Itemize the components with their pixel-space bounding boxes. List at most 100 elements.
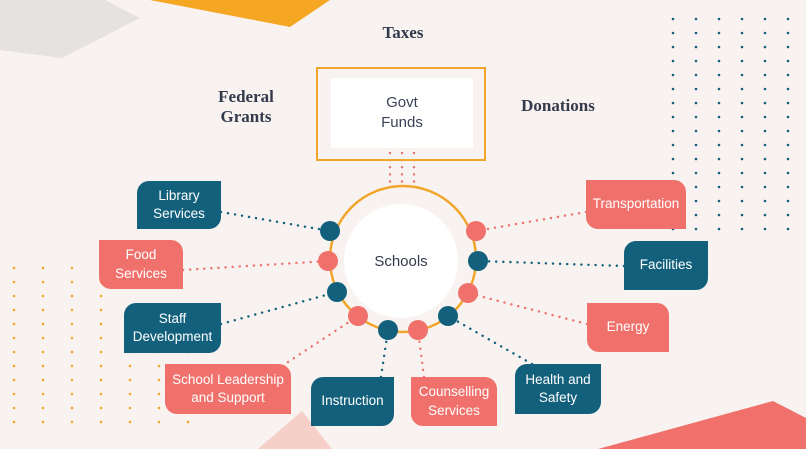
decor-dot xyxy=(740,45,744,49)
service-food-services: Food Services xyxy=(99,240,183,289)
orbit-bead xyxy=(468,251,488,271)
decor-dot xyxy=(786,185,790,189)
service-counselling-services: Counselling Services xyxy=(411,377,497,426)
decor-dot xyxy=(128,406,132,410)
decor-dot xyxy=(717,73,721,77)
connector-dots xyxy=(219,290,339,326)
decor-dot xyxy=(128,364,132,368)
decor-dot xyxy=(717,129,721,133)
decor-dot xyxy=(41,322,45,326)
decor-dot xyxy=(740,17,744,21)
decor-dot xyxy=(740,31,744,35)
decor-dot xyxy=(70,378,74,382)
decor-dot xyxy=(694,115,698,119)
decor-dot xyxy=(99,364,103,368)
connector-dots xyxy=(280,314,360,368)
decor-dot xyxy=(12,280,16,284)
decor-dot xyxy=(740,87,744,91)
decor-dot xyxy=(157,420,161,424)
decor-dot xyxy=(99,336,103,340)
source-taxes: Taxes xyxy=(382,23,424,42)
connector-dots xyxy=(446,314,534,366)
decor-dot xyxy=(717,17,721,21)
decor-dot xyxy=(717,101,721,105)
connector-dots xyxy=(476,259,626,268)
orbit-bead xyxy=(458,283,478,303)
decor-dot xyxy=(41,406,45,410)
decor-dot xyxy=(763,143,767,147)
decor-dot xyxy=(786,129,790,133)
decor-dot xyxy=(70,308,74,312)
orbit-bead xyxy=(438,306,458,326)
decor-dot xyxy=(157,406,161,410)
decor-dot xyxy=(763,129,767,133)
decor-dot xyxy=(763,199,767,203)
decor-dot xyxy=(740,101,744,105)
decor-dot xyxy=(671,31,675,35)
decor-dot xyxy=(70,266,74,270)
orbit-bead xyxy=(408,320,428,340)
decor-dot xyxy=(70,420,74,424)
decor-dot xyxy=(740,157,744,161)
decor-dot xyxy=(671,45,675,49)
decor-dot xyxy=(12,336,16,340)
decor-dot xyxy=(694,101,698,105)
decor-dot xyxy=(671,17,675,21)
orbit-bead xyxy=(318,251,338,271)
decor-dot xyxy=(12,308,16,312)
decor-dot xyxy=(41,420,45,424)
govt-funds-frame xyxy=(316,67,486,161)
decor-pink-shape xyxy=(258,411,332,449)
decor-dot xyxy=(157,378,161,382)
decor-dot xyxy=(717,185,721,189)
decor-dot xyxy=(763,59,767,63)
decor-dot xyxy=(740,227,744,231)
decor-dot xyxy=(99,392,103,396)
decor-dot xyxy=(41,294,45,298)
decor-dot xyxy=(12,406,16,410)
decor-dot xyxy=(694,73,698,77)
decor-dot xyxy=(786,45,790,49)
decor-dot xyxy=(763,101,767,105)
decor-dot xyxy=(786,73,790,77)
decor-dot xyxy=(70,280,74,284)
decor-gray-shape xyxy=(0,0,140,58)
decor-dot xyxy=(740,59,744,63)
decor-dot xyxy=(99,406,103,410)
service-instruction: Instruction xyxy=(311,377,394,426)
decor-dot xyxy=(70,406,74,410)
decor-dot xyxy=(12,266,16,270)
decor-dot xyxy=(128,392,132,396)
connector-dots xyxy=(416,328,426,379)
decor-dot-grids xyxy=(12,17,790,424)
decor-dot xyxy=(671,129,675,133)
connector-dots xyxy=(181,259,330,272)
decor-dot xyxy=(740,213,744,217)
decor-dot xyxy=(740,199,744,203)
decor-dot xyxy=(717,213,721,217)
schools-hub: Schools xyxy=(344,204,458,318)
decor-orange-shape xyxy=(150,0,330,27)
decor-dot xyxy=(41,336,45,340)
decor-dot xyxy=(12,378,16,382)
decor-dot xyxy=(694,171,698,175)
decor-dot xyxy=(70,336,74,340)
decor-dot xyxy=(12,420,16,424)
decor-dot xyxy=(740,171,744,175)
service-facilities: Facilities xyxy=(624,241,708,290)
connector-dots xyxy=(219,210,332,233)
decor-dot xyxy=(740,73,744,77)
decor-dot xyxy=(740,129,744,133)
decor-dot xyxy=(763,17,767,21)
decor-dot xyxy=(786,227,790,231)
decor-dot xyxy=(99,420,103,424)
decor-dot xyxy=(41,266,45,270)
decor-dot xyxy=(12,322,16,326)
schools-ring xyxy=(318,184,488,340)
decor-dot xyxy=(671,59,675,63)
decor-dot xyxy=(671,101,675,105)
decor-dot xyxy=(786,199,790,203)
source-donations: Donations xyxy=(521,96,595,115)
decor-dot xyxy=(12,350,16,354)
